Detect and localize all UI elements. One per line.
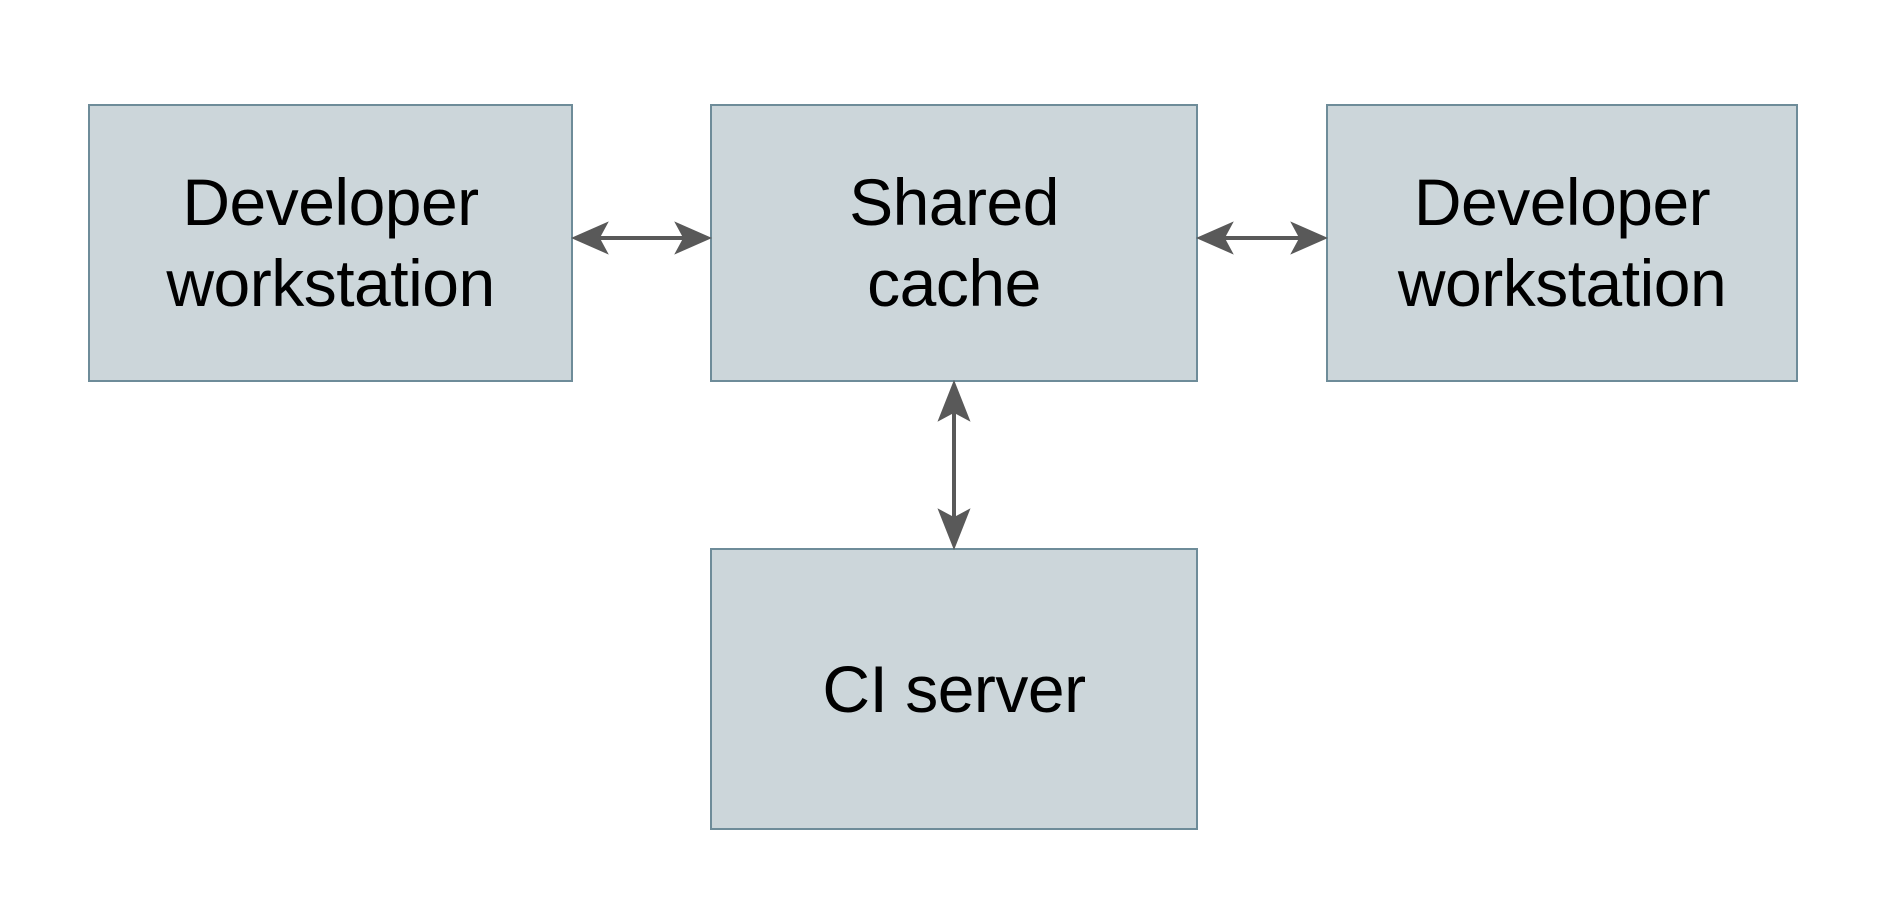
node-shared-cache[interactable]: Shared cache bbox=[710, 104, 1198, 382]
edge-shared-cache-to-developer-workstation-right[interactable] bbox=[1196, 210, 1328, 266]
edge-shaft bbox=[952, 412, 956, 518]
node-label: Developer workstation bbox=[166, 165, 495, 320]
edge-developer-workstation-left-to-shared-cache[interactable] bbox=[571, 210, 712, 266]
node-developer-workstation-left[interactable]: Developer workstation bbox=[88, 104, 573, 382]
node-label: Shared cache bbox=[849, 165, 1059, 320]
edge-shaft bbox=[1224, 236, 1300, 240]
node-label: Developer workstation bbox=[1397, 165, 1727, 320]
edge-shared-cache-to-ci-server[interactable] bbox=[926, 379, 982, 551]
node-ci-server[interactable]: CI server bbox=[710, 548, 1198, 830]
edge-shaft bbox=[599, 236, 684, 240]
node-developer-workstation-right[interactable]: Developer workstation bbox=[1326, 104, 1798, 382]
node-label: CI server bbox=[822, 651, 1086, 726]
